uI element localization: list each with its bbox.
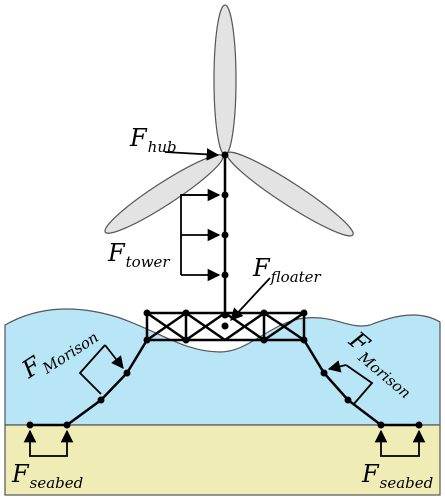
morison-right-force-bracket — [345, 364, 374, 406]
morison-left-force-bracket — [78, 344, 106, 395]
node — [221, 151, 229, 159]
floater-brace — [224, 311, 265, 342]
tower-force-label: Ftower — [108, 239, 170, 270]
seabed-left-force-label: Fseabed — [12, 460, 83, 491]
floater-brace — [185, 311, 226, 342]
force-subscript: tower — [125, 253, 170, 271]
node — [143, 336, 151, 344]
node — [344, 396, 352, 404]
floater-brace — [263, 311, 305, 342]
blade-right — [226, 151, 354, 237]
node — [320, 369, 328, 377]
node — [300, 336, 308, 344]
node — [221, 311, 229, 319]
hub-force-arrow — [164, 148, 220, 161]
force-symbol: F — [253, 254, 270, 282]
node — [221, 271, 229, 279]
floater-force-arrow — [230, 277, 271, 321]
node — [63, 421, 71, 429]
force-symbol: F — [130, 124, 147, 152]
node — [221, 191, 229, 199]
node — [123, 369, 131, 377]
force-subscript: floater — [270, 268, 321, 286]
morison-left-force-arrow — [104, 344, 124, 369]
node — [260, 336, 268, 344]
node — [97, 396, 105, 404]
node — [415, 421, 423, 429]
floater-brace — [146, 311, 187, 342]
node — [221, 231, 229, 239]
seabed-region — [4, 424, 441, 496]
force-symbol: F — [362, 460, 379, 488]
force-subscript: seabed — [29, 474, 84, 492]
blade-left — [104, 154, 224, 234]
nodes — [26, 151, 423, 429]
node — [260, 309, 268, 317]
force-subscript: seabed — [379, 474, 434, 492]
seabed-right-force-bracket — [380, 448, 420, 457]
force-symbol: F — [12, 460, 29, 488]
node — [182, 336, 190, 344]
morison-right-force-arrow — [327, 360, 347, 373]
seabed-right-force-label: Fseabed — [362, 460, 433, 491]
node — [26, 421, 34, 429]
hub-force-label: Fhub — [130, 124, 177, 155]
node — [377, 421, 385, 429]
rotor-blades — [104, 4, 354, 237]
node — [182, 309, 190, 317]
force-symbol: F — [108, 239, 125, 267]
blade-top — [213, 4, 237, 156]
force-subscript: hub — [147, 138, 177, 156]
seabed-left-force-bracket — [29, 448, 68, 457]
node — [300, 309, 308, 317]
node — [221, 322, 229, 330]
node — [143, 309, 151, 317]
floater-force-label: Ffloater — [253, 254, 321, 285]
force-arrows — [23, 148, 426, 457]
